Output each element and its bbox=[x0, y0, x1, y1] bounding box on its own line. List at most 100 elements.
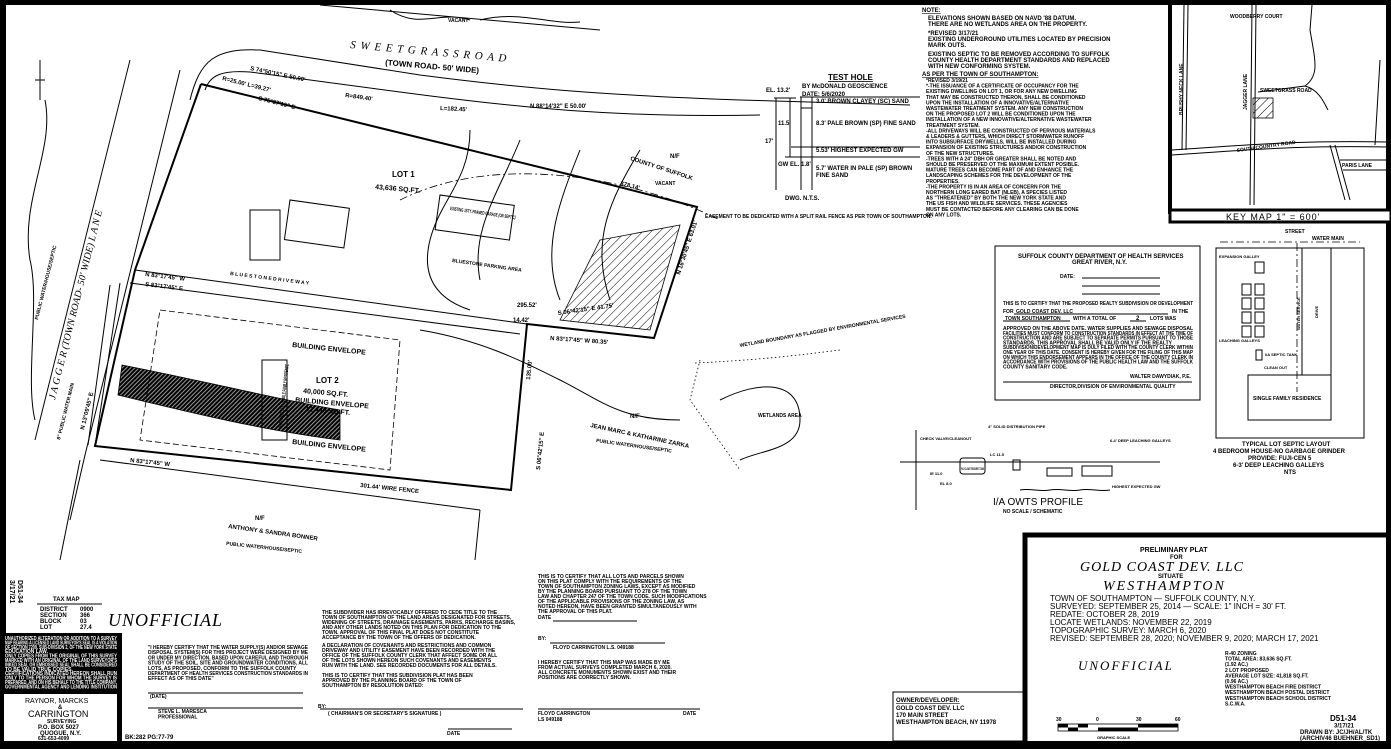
title-line: TOWN OF SOUTHAMPTON — SUFFOLK COUNTY, N.… bbox=[1050, 594, 1255, 603]
surveyor-block: UNAUTHORIZED ALTERATION OR ADDITION TO A… bbox=[0, 633, 174, 749]
sheet-border-left bbox=[0, 0, 6, 749]
tax-row-label: LOT bbox=[40, 625, 52, 631]
septic-line2: 4 BEDROOM HOUSE-NO GARBAGE GRINDER bbox=[1213, 449, 1346, 455]
cert-water-line: DISPOSAL SYSTEM(S) FOR THIS PROJECT WERE… bbox=[148, 650, 309, 656]
warn-lines-line: UNAUTHORIZED ALTERATION OR ADDITION TO A… bbox=[5, 636, 118, 642]
bearing-7: 295.52' bbox=[517, 303, 537, 309]
tax-row-value: 0900 bbox=[80, 607, 94, 613]
septic-line3: PROVIDE: FUJI-CEN 5 bbox=[1248, 456, 1312, 462]
cert-dedication-line: RUN WITH THE LAND. SEE RECORDED DOCUMENT… bbox=[322, 663, 497, 669]
leaching-galley bbox=[1241, 311, 1252, 324]
septic-water-main: WATER MAIN bbox=[1312, 236, 1344, 242]
tax-row-label: SECTION bbox=[40, 613, 67, 619]
health-body-line: ACCORDANCE WITH PROVISIONS OF THE PUBLIC… bbox=[1003, 360, 1193, 366]
lot2-envelope-area: 12,440 SQ.FT. bbox=[305, 406, 351, 417]
tax-row-label: DISTRICT bbox=[40, 607, 68, 613]
cert-zoning-line: TOWN OF SOUTHAMPTON ZONING LAWS, EXCEPT … bbox=[538, 584, 696, 590]
owts-tank: FUJI CLEAN TREATMENT TANK bbox=[961, 467, 984, 471]
zoning-lines-line: 2 LOT PROPOSED bbox=[1225, 668, 1269, 674]
owts-label: CHECK VALVE/CLEANOUT bbox=[920, 436, 972, 441]
bearing-14: 135.00' bbox=[526, 359, 534, 380]
key-map-label: JAGGER LANE bbox=[1243, 73, 1249, 110]
cert-dedication-line: TOWN OF SOUTHAMPTON OF THE LAND AREAS DE… bbox=[322, 615, 512, 621]
archive-ref: (ARCHIV46 BUEHNER_SD1) bbox=[1300, 736, 1380, 742]
town-lines-line: TREATMENT SYSTEM. bbox=[926, 123, 980, 129]
leaching-galley bbox=[1241, 297, 1252, 310]
health-body-line: APPROVED ON THE ABOVE DATE. WATER SUPPLI… bbox=[1003, 326, 1193, 332]
bearing-5: N 83°17'45" W bbox=[145, 272, 186, 283]
zoning-lines-line: TOTAL AREA: 83,636 SQ.FT. bbox=[1225, 657, 1292, 663]
cert-by2: BY: bbox=[538, 636, 547, 642]
arc-length-label: L=182.45' bbox=[440, 106, 468, 113]
notes-title: NOTE: bbox=[922, 8, 941, 14]
bearing-11: N 83°17'45" W bbox=[130, 458, 171, 468]
zoning-lines-line: WESTHAMPTON BEACH POSTAL DISTRICT bbox=[1225, 690, 1329, 696]
health-dept-in-the: IN THE bbox=[1172, 309, 1189, 315]
cert-date-label: (DATE) bbox=[150, 694, 167, 700]
note-line: WITH NEW CONFORMING SYSTEM. bbox=[928, 64, 1031, 70]
test-hole-by: BY McDONALD GEOSCIENCE bbox=[802, 84, 888, 90]
health-body-line: SUBDIVISION/DEVELOPMENT MAP IS DULY FILE… bbox=[1003, 345, 1193, 351]
note-line: THERE ARE NO WETLANDS AREA ON THE PROPER… bbox=[928, 22, 1087, 28]
cert-dedication-line: DRIVEWAY AND UTILITY EASEMENT HAVE BEEN … bbox=[322, 648, 496, 654]
cert-dedication-line: ACCEPTANCE BY THE TOWN OF THE OFFERS OF … bbox=[322, 635, 476, 641]
leaching-galley bbox=[1241, 283, 1252, 296]
owts-label: IE 11.0 bbox=[930, 471, 943, 476]
warn-lines-line: ONLY TO THE PERSON FOR WHOM THE SURVEY I… bbox=[5, 676, 118, 682]
warn-lines-line: CERTIFICATIONS INDICATED HEREON SHALL RU… bbox=[5, 671, 117, 677]
septic-drive: DRIVE bbox=[1314, 305, 1319, 318]
town-lines-line: LANDSCAPING SCHEMES FOR THE DEVELOPMENT … bbox=[926, 173, 1072, 179]
town-lines-line: WASTEWATER TREATMENT SYSTEM. ANY NEW CON… bbox=[926, 106, 1083, 112]
note-line: EXISTING UNDERGROUND UTILITIES LOCATED B… bbox=[928, 37, 1110, 43]
owts-label: EL 8.0 bbox=[940, 481, 952, 486]
cert-dedication-line: SOUTHAMPTON BY RESOLUTION DATED: bbox=[322, 683, 424, 689]
surveyor-name2: CARRINGTON bbox=[28, 709, 88, 719]
graphic-scale: 30 0 30 60 GRAPHIC SCALE bbox=[1056, 717, 1181, 740]
hatched-driveway bbox=[117, 364, 341, 441]
warn-lines-line: MAP BEARING A LICENSED LAND SURVEYOR'S S… bbox=[5, 640, 117, 646]
cert-survey-line: POSITIONS ARE CORRECTLY SHOWN. bbox=[538, 675, 631, 681]
bearing-12: 301.44' WIRE FENCE bbox=[360, 483, 419, 495]
septic-street: STREET bbox=[1285, 229, 1305, 235]
parking-label: BLUESTONE PARKING AREA bbox=[452, 258, 523, 274]
leaching-galley bbox=[1254, 325, 1265, 338]
health-dept-town: TOWN SOUTHAMPTON bbox=[1005, 316, 1061, 322]
envelope-bottom-label: BUILDING ENVELOPE bbox=[292, 439, 367, 454]
bearing-16: N 16°30'45" E 63.01' bbox=[676, 220, 699, 276]
cert-ls: LS 049188 bbox=[538, 717, 563, 723]
title-place: WESTHAMPTON bbox=[1103, 579, 1226, 594]
owner-block: OWNER/DEVELOPER: GOLD COAST DEV. LLC 170… bbox=[892, 691, 1024, 742]
town-notes-title: AS PER THE TOWN OF SOUTHAMPTON: bbox=[922, 72, 1038, 78]
test-hole-date: DATE: 5/6/2020 bbox=[802, 92, 846, 98]
leaching-galley bbox=[1241, 325, 1252, 338]
bearing-4: 378.14' bbox=[620, 181, 641, 192]
note-line: MARK OUTS. bbox=[928, 43, 966, 49]
sheet-border-top bbox=[0, 0, 1391, 5]
vacant-label: VACANT bbox=[448, 18, 468, 24]
owts-label: LC 11.5 bbox=[990, 452, 1005, 457]
cert-water-line: DEPARTMENT OF HEALTH SERVICES CONSTRUCTI… bbox=[148, 671, 308, 677]
warn-lines-line: GOVERNMENTAL AGENCY AND LENDING INSTITUT… bbox=[5, 684, 117, 690]
key-map-caption: KEY MAP 1" = 600' bbox=[1226, 212, 1320, 222]
tax-row-value: 27.4 bbox=[80, 625, 92, 631]
town-lines-line: EXPANSION OF EXISTING STRUCTURES AND/OR … bbox=[926, 145, 1087, 151]
septic-leaching: LEACHING GALLEYS bbox=[1219, 338, 1260, 343]
certifications: "I HEREBY CERTIFY THAT THE WATER SUPPLY(… bbox=[148, 574, 707, 737]
septic-clean-out: CLEAN OUT bbox=[1264, 365, 1288, 370]
septic-residence: SINGLE FAMILY RESIDENCE bbox=[1253, 396, 1322, 402]
septic-nts: NTS bbox=[1284, 470, 1296, 476]
town-lines-line: -ALL DRIVEWAYS WILL BE CONSTRUCTED OF PE… bbox=[926, 128, 1096, 134]
cert-zoning-line: BY THE PLANNING BOARD PURSUANT TO 278 OF… bbox=[538, 589, 687, 595]
health-dept-title: SUFFOLK COUNTY DEPARTMENT OF HEALTH SERV… bbox=[1018, 254, 1184, 260]
owts-title: I/A OWTS PROFILE bbox=[993, 497, 1083, 508]
cert-zoning-line: LAW AND CHAPTER 247 OF THE TOWN CODE. SU… bbox=[538, 594, 707, 600]
town-lines-line: & LEADERS & GUTTERS, WHICH DIRECT STORMW… bbox=[926, 134, 1084, 140]
easement-note: EASEMENT TO BE DEDICATED WITH A SPLIT RA… bbox=[705, 214, 932, 220]
cert-water-line: OR UNDER MY DIRECTION. BASED UPON CAREFU… bbox=[148, 655, 308, 661]
leaching-galley bbox=[1254, 261, 1265, 274]
test-hole-gw: GW EL. 1.8' bbox=[778, 162, 811, 168]
bearing-15: S 06°42'15" E bbox=[536, 432, 546, 470]
bearing-2: S 75°37'15" E bbox=[258, 96, 296, 111]
owts-label: 4" SOLID DISTRIBUTION PIPE bbox=[988, 424, 1046, 429]
septic-line4: 6-3' DEEP LEACHING GALLEYS bbox=[1233, 463, 1324, 469]
